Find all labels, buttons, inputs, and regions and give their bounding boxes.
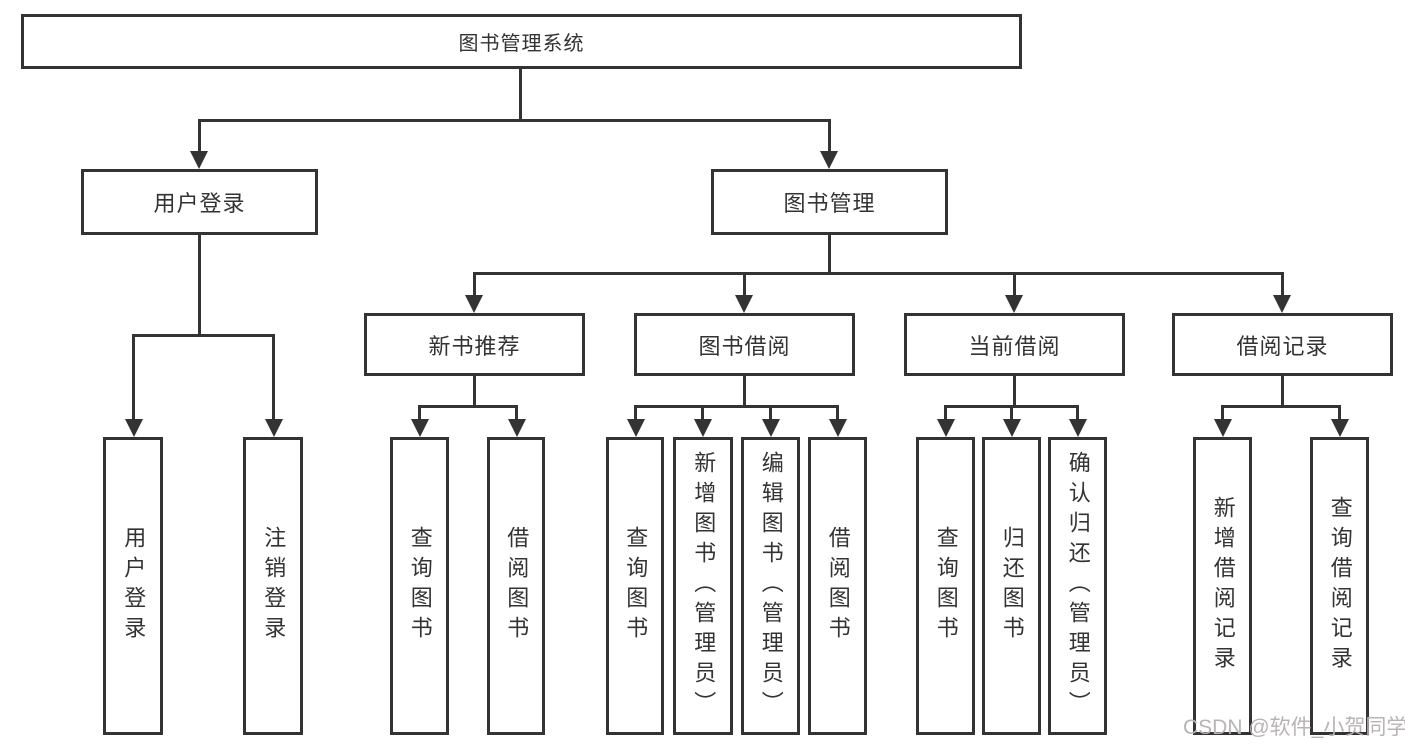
node-book-management: 图书管理 <box>711 169 948 235</box>
edge-drop-line <box>836 405 839 423</box>
arrow-down-icon <box>190 151 208 169</box>
node-cb-return-books: 归还图书 <box>982 437 1041 735</box>
arrow-down-icon <box>1005 295 1023 313</box>
node-bb-add-books-admin-label: 新增图书（管理员） <box>691 451 717 721</box>
node-nbr-borrow-books: 借阅图书 <box>487 437 545 735</box>
arrow-down-icon <box>465 295 483 313</box>
arrow-down-icon <box>1331 419 1349 437</box>
node-cb-confirm-return-admin: 确认归还（管理员） <box>1048 437 1107 735</box>
arrow-down-icon <box>735 295 753 313</box>
edge-user-login-branch <box>132 334 274 337</box>
arrow-down-icon <box>411 419 429 437</box>
csdn-watermark: CSDN @软件_小贺同学 <box>1183 716 1405 739</box>
node-cb-confirm-return-admin-label: 确认归还（管理员） <box>1065 451 1091 721</box>
node-new-book-recommendation-label: 新书推荐 <box>428 333 521 359</box>
node-nbr-query-books-label: 查询图书 <box>407 526 433 646</box>
node-bb-add-books-admin: 新增图书（管理员） <box>673 437 733 735</box>
edge-to-new-book-rec-line <box>473 272 476 298</box>
arrow-down-icon <box>1273 295 1291 313</box>
node-br-query-record-label: 查询借阅记录 <box>1327 496 1353 676</box>
edge-new-book-rec-branch <box>418 405 518 408</box>
node-logout-leaf: 注销登录 <box>243 437 303 735</box>
arrow-down-icon <box>1069 419 1087 437</box>
edge-book-borrowing-stem <box>743 375 746 408</box>
edge-current-borrowing-stem <box>1013 375 1016 408</box>
edge-to-borrowing-records-line <box>1281 272 1284 298</box>
edge-book-mgmt-branch <box>473 272 1283 275</box>
edge-book-borrowing-branch <box>634 405 839 408</box>
node-borrowing-records-label: 借阅记录 <box>1236 333 1329 359</box>
arrow-down-icon <box>820 151 838 169</box>
arrow-down-icon <box>508 419 526 437</box>
arrow-down-icon <box>829 419 847 437</box>
node-borrowing-records: 借阅记录 <box>1172 313 1393 376</box>
arrow-down-icon <box>694 419 712 437</box>
node-book-borrowing: 图书借阅 <box>634 313 855 376</box>
edge-drop-line <box>1010 405 1013 423</box>
edge-borrowing-records-branch <box>1221 405 1341 408</box>
node-bb-edit-books-admin: 编辑图书（管理员） <box>741 437 800 735</box>
arrow-down-icon <box>937 419 955 437</box>
edge-drop-line <box>634 405 637 423</box>
node-current-borrowing-label: 当前借阅 <box>968 333 1061 359</box>
edge-drop-line <box>418 405 421 423</box>
node-logout-leaf-label: 注销登录 <box>261 526 287 646</box>
edge-new-book-rec-stem <box>473 375 476 408</box>
edge-drop-line <box>701 405 704 423</box>
edge-to-current-borrowing-line <box>1013 272 1016 298</box>
edge-user-login-stem <box>198 234 201 337</box>
arrow-down-icon <box>125 419 143 437</box>
edge-borrowing-records-stem <box>1281 374 1284 408</box>
node-br-query-record: 查询借阅记录 <box>1310 437 1369 735</box>
edge-drop-line <box>515 405 518 423</box>
node-user-login-leaf: 用户登录 <box>103 437 163 735</box>
node-bb-query-books-label: 查询图书 <box>623 526 649 646</box>
node-book-management-label: 图书管理 <box>783 191 876 216</box>
node-library-management-system: 图书管理系统 <box>21 14 1022 69</box>
edge-to-logout-leaf-line <box>272 334 275 422</box>
edge-drop-line <box>944 405 947 423</box>
edge-to-user-login-leaf-line <box>132 334 135 422</box>
arrow-down-icon <box>762 419 780 437</box>
node-book-borrowing-label: 图书借阅 <box>698 333 791 359</box>
node-new-book-recommendation: 新书推荐 <box>364 313 585 376</box>
edge-drop-line <box>1221 405 1224 423</box>
edge-root-to-user-login-line <box>198 119 201 155</box>
arrow-down-icon <box>1214 419 1232 437</box>
node-br-add-record-label: 新增借阅记录 <box>1210 496 1236 676</box>
node-cb-return-books-label: 归还图书 <box>999 526 1025 646</box>
edge-book-mgmt-stem <box>828 234 831 275</box>
node-nbr-query-books: 查询图书 <box>390 437 449 735</box>
node-user-login: 用户登录 <box>81 169 318 235</box>
edge-root-branch <box>198 119 831 122</box>
node-bb-query-books: 查询图书 <box>606 437 664 735</box>
edge-drop-line <box>769 405 772 423</box>
edge-root-stem <box>519 66 522 122</box>
node-nbr-borrow-books-label: 借阅图书 <box>504 526 530 646</box>
node-br-add-record: 新增借阅记录 <box>1193 437 1252 735</box>
node-cb-query-books-label: 查询图书 <box>933 526 959 646</box>
node-user-login-leaf-label: 用户登录 <box>121 526 147 646</box>
node-library-management-system-label: 图书管理系统 <box>458 33 585 55</box>
node-current-borrowing: 当前借阅 <box>904 313 1125 376</box>
node-bb-borrow-books-label: 借阅图书 <box>825 526 851 646</box>
edge-to-book-borrowing-line <box>743 272 746 298</box>
node-cb-query-books: 查询图书 <box>916 437 975 735</box>
arrow-down-icon <box>1003 419 1021 437</box>
node-user-login-label: 用户登录 <box>153 191 246 216</box>
node-bb-edit-books-admin-label: 编辑图书（管理员） <box>758 451 784 721</box>
arrow-down-icon <box>265 419 283 437</box>
arrow-down-icon <box>627 419 645 437</box>
edge-drop-line <box>1338 405 1341 423</box>
node-bb-borrow-books: 借阅图书 <box>808 437 867 735</box>
edge-drop-line <box>1076 405 1079 423</box>
edge-root-to-book-mgmt-line <box>828 119 831 155</box>
